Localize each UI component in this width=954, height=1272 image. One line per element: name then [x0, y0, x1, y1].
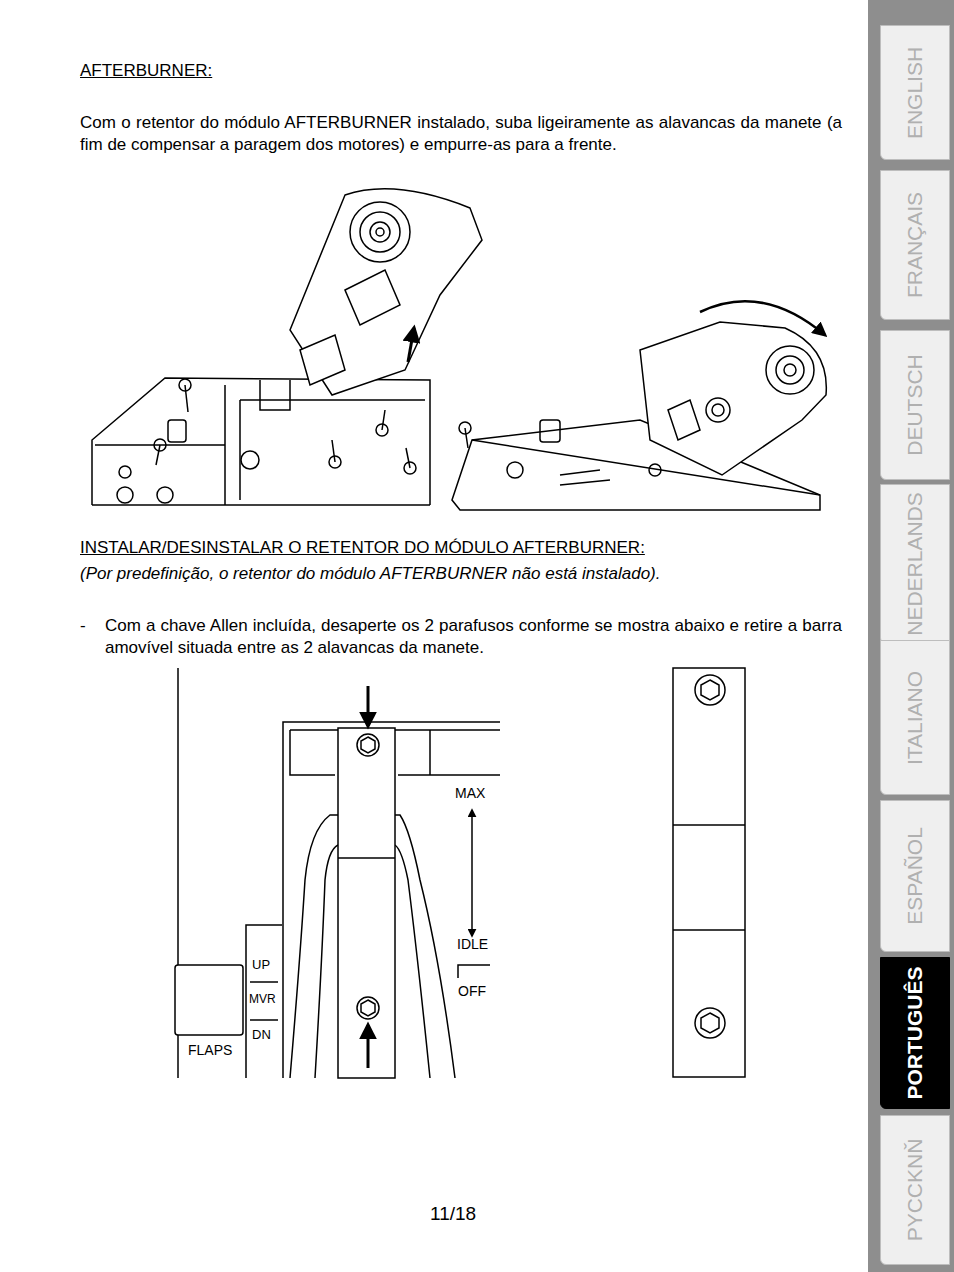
tab-label: NEDERLANDS	[903, 492, 927, 636]
instruction-text: Com a chave Allen incluída, desaperte os…	[105, 615, 842, 659]
switch-label: UP	[252, 958, 270, 972]
bullet: -	[80, 615, 100, 637]
section-heading: INSTALAR/DESINSTALAR O RETENTOR DO MÓDUL…	[80, 537, 842, 559]
scale-label: IDLE	[457, 937, 488, 952]
section-heading: AFTERBURNER:	[80, 60, 212, 82]
throttle-figure-left	[92, 189, 482, 505]
lever-detail-figure	[175, 668, 500, 1078]
language-tab: FRANÇAIS	[880, 170, 950, 320]
tab-label: PYCCKNŇ	[903, 1139, 927, 1242]
scale-label: OFF	[458, 984, 486, 999]
language-tab: ESPAÑOL	[880, 800, 950, 952]
switch-label: MVR	[249, 993, 276, 1006]
language-tab: ITALIANO	[880, 640, 950, 795]
page-number: 11/18	[430, 1204, 476, 1225]
language-tab: PYCCKNŇ	[880, 1115, 950, 1265]
language-tab: PORTUGUÊS	[880, 957, 950, 1109]
note: (Por predefinição, o retentor do módulo …	[80, 563, 842, 585]
tab-label: ITALIANO	[903, 670, 927, 764]
tab-strip	[868, 0, 954, 1272]
scale-label: MAX	[455, 786, 485, 801]
tab-label: ESPAÑOL	[903, 827, 927, 925]
tab-label: FRANÇAIS	[903, 192, 927, 298]
language-tab: NEDERLANDS	[880, 484, 950, 644]
body-paragraph: Com o retentor do módulo AFTERBURNER ins…	[80, 112, 842, 156]
language-tab: ENGLISH	[880, 25, 950, 160]
tab-label: PORTUGUÊS	[903, 966, 927, 1099]
switch-label: DN	[252, 1028, 271, 1042]
throttle-figure-right	[452, 301, 826, 510]
removable-bar-figure	[673, 668, 745, 1077]
language-tab: DEUTSCH	[880, 330, 950, 480]
tab-label: DEUTSCH	[903, 354, 927, 456]
control-label: FLAPS	[188, 1043, 232, 1058]
tab-label: ENGLISH	[903, 46, 927, 138]
